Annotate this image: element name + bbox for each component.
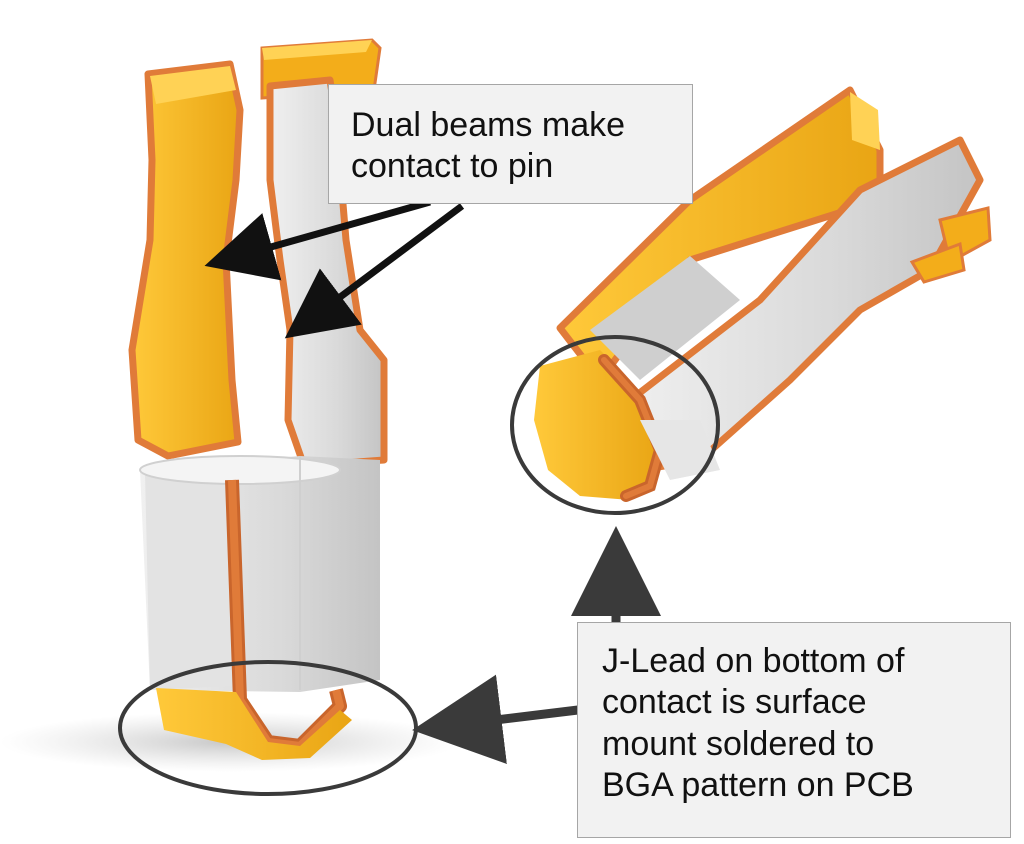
left-beam — [128, 60, 244, 460]
callout-line: Dual beams make — [351, 106, 626, 144]
jlead-arrow-left — [412, 674, 579, 764]
beam-arrow-right — [284, 203, 465, 339]
curl-highlight-ellipse — [510, 335, 720, 515]
callout-line: mount soldered to — [602, 724, 875, 763]
j-lead-foot — [156, 688, 352, 760]
upright-contact — [0, 38, 460, 772]
callout-line: J-Lead on bottom of — [602, 642, 905, 680]
callout-line: contact to pin — [351, 147, 554, 186]
beam-arrow-left — [204, 198, 431, 281]
j-lead-callout: J-Lead on bottom of contact is surface m… — [577, 622, 1011, 838]
callout-line: BGA pattern on PCB — [602, 766, 914, 805]
dual-beams-callout: Dual beams make contact to pin — [328, 84, 693, 204]
callout-line: contact is surface — [602, 683, 867, 722]
